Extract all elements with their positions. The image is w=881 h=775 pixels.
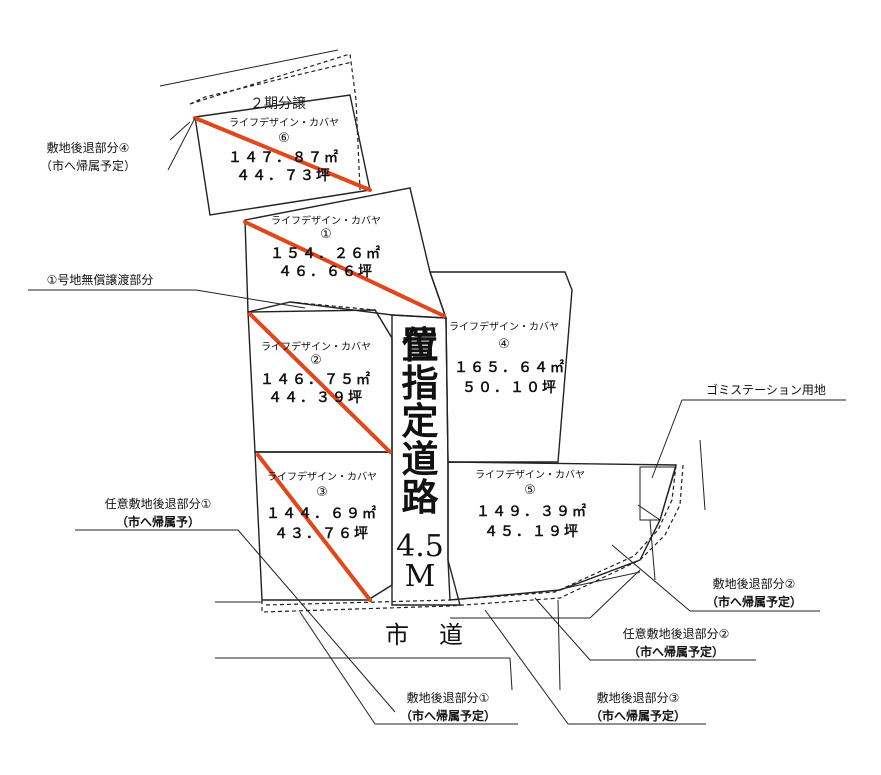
lot-3-area-tsubo: ４３．７６坪	[274, 526, 370, 542]
annotation-setback1-line1: 敷地後退部分①	[407, 690, 490, 705]
lot-4-text: ライフデザイン・カバヤ ④ １６５．６４㎡ ５０．１０坪	[449, 320, 566, 396]
lot-5-text: ライフデザイン・カバヤ ⑤ １４９．３９㎡ ４５．１９坪	[475, 468, 588, 540]
lot-3-text: ライフデザイン・カバヤ ③ １４４．６９㎡ ４３．７６坪	[266, 470, 378, 542]
annotation-setback4: 敷地後退部分④ （市へ帰属予定）	[40, 140, 136, 173]
lot-2-name: ライフデザイン・カバヤ	[261, 340, 371, 353]
lot-5-area-tsubo: ４５．１９坪	[484, 524, 580, 540]
road-width-num: 4.5	[396, 529, 444, 564]
annotation-setback3-line2: （市へ帰属予定）	[590, 708, 686, 723]
lot-6-text: ライフデザイン・カバヤ ⑥ １４７．８７㎡ ４４．７３坪	[228, 116, 340, 184]
annotation-garbage-lot: ゴミステーション用地	[706, 382, 826, 397]
lot-1-number: ①	[320, 227, 332, 242]
garbage-lot-outline	[639, 466, 677, 521]
lot-3-name: ライフデザイン・カバヤ	[267, 470, 377, 483]
setback4-dashed-area	[189, 53, 361, 191]
annotation-optional1: 任意敷地後退部分① （市へ帰属予）	[105, 496, 212, 529]
annotation-setback3-line1: 敷地後退部分③	[597, 690, 680, 705]
sold-markers	[193, 116, 446, 602]
lot-6-number: ⑥	[278, 131, 290, 146]
designated-road-label: 位 置 指 定 道 路 4.5 M	[396, 323, 444, 594]
road-char-4: 定	[402, 399, 439, 443]
lot-6-area-tsubo: ４４．７３坪	[236, 168, 332, 184]
annotation-setback1: 敷地後退部分① （市へ帰属予定）	[400, 690, 496, 723]
sold-marker-lot-2	[248, 312, 392, 454]
surrounding-lines	[159, 49, 706, 691]
annotation-setback4-line1: 敷地後退部分④	[47, 140, 130, 155]
sold-marker-lot-6	[193, 116, 372, 192]
lot-6-area-m2: １４７．８７㎡	[228, 149, 340, 166]
lot-5-area-m2: １４９．３９㎡	[476, 503, 588, 520]
lot-1-area-m2: １５４．２６㎡	[270, 245, 382, 262]
lot-3-number: ③	[316, 485, 328, 500]
annotation-optional2-line2: （市へ帰属予定）	[628, 644, 724, 659]
road-char-3: 指	[402, 361, 439, 405]
annotation-optional2-line1: 任意敷地後退部分②	[623, 626, 730, 641]
annotation-setback2: 敷地後退部分② （市へ帰属予定）	[706, 576, 802, 609]
annotation-optional1-line1: 任意敷地後退部分①	[105, 496, 212, 511]
designated-road-outline	[391, 314, 461, 606]
lot-2-text: ライフデザイン・カバヤ ② １４６．７５㎡ ４４．３９坪	[260, 340, 372, 406]
lot-6-name: ライフデザイン・カバヤ	[229, 116, 339, 129]
annotation-setback2-line1: 敷地後退部分②	[713, 576, 796, 591]
road-char-1: 位	[402, 323, 439, 367]
annotation-setback2-line2: （市へ帰属予定）	[706, 594, 802, 609]
annotation-setback3: 敷地後退部分③ （市へ帰属予定）	[590, 690, 686, 723]
lot-2-area-m2: １４６．７５㎡	[260, 371, 372, 388]
road-char-5: 道	[402, 437, 439, 481]
lot-4-area-m2: １６５．６４㎡	[454, 359, 566, 376]
city-road-label: 市道	[385, 621, 493, 649]
phase-label: ２期分譲	[250, 96, 306, 112]
lot-1-area-tsubo: ４６．６６坪	[278, 264, 374, 280]
annotation-setback4-line2: （市へ帰属予定）	[40, 158, 136, 173]
sold-marker-lot-3	[256, 453, 372, 602]
lot-4-area-tsubo: ５０．１０坪	[462, 380, 558, 396]
leader-lines	[28, 117, 846, 725]
road-char-6: 路	[402, 475, 440, 519]
lot-1-text: ライフデザイン・カバヤ ① １５４．２６㎡ ４６．６６坪	[270, 214, 382, 280]
road-width-unit: M	[405, 559, 436, 594]
lot-3-outline	[254, 451, 393, 601]
sold-marker-lot-1	[243, 220, 446, 318]
lot-4-number: ④	[498, 337, 510, 352]
lot-2-number: ②	[310, 353, 322, 368]
annotation-lot1-free: ①号地無償譲渡部分	[47, 272, 154, 287]
setback-bottom-dashed	[261, 464, 684, 613]
lot-5-number: ⑤	[524, 483, 536, 498]
lot-1-name: ライフデザイン・カバヤ	[271, 214, 381, 227]
lot-5-name: ライフデザイン・カバヤ	[475, 468, 585, 481]
lot-2-area-tsubo: ４４．３９坪	[268, 390, 364, 406]
road-char-2: 置	[402, 323, 439, 367]
lot-3-area-m2: １４４．６９㎡	[266, 505, 378, 522]
lot1-free-dashed	[289, 301, 393, 339]
lot-4-name: ライフデザイン・カバヤ	[449, 320, 559, 333]
annotation-optional1-line2: （市へ帰属予）	[116, 514, 200, 529]
annotation-optional2: 任意敷地後退部分② （市へ帰属予定）	[623, 626, 730, 659]
annotation-setback1-line2: （市へ帰属予定）	[400, 708, 496, 723]
